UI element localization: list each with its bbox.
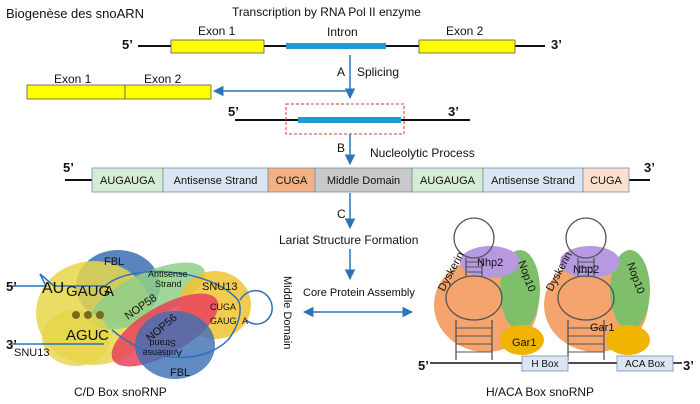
cd-fbl-top-label: FBL <box>104 256 124 268</box>
strand-seg3 <box>267 167 316 193</box>
haca-three-prime: 3’ <box>683 358 694 373</box>
step-b-label: Nucleolytic Process <box>370 146 475 160</box>
cd-fbl-bottom-label: FBL <box>170 367 190 379</box>
strand-three-prime: 3’ <box>644 160 655 175</box>
cd-antisense-top-label: Antisense <box>148 269 188 279</box>
nop58-shape <box>90 262 206 330</box>
cd-a-label: A <box>104 283 114 300</box>
cd-antisense-bottom-label: Antisense <box>142 348 182 358</box>
nop10-right-shape <box>610 250 650 330</box>
strand-seg4-label: Middle Domain <box>327 175 400 187</box>
core-assembly-label: Core Protein Assembly <box>303 287 415 299</box>
cd-gaug-small-label: GAUG <box>210 316 237 326</box>
cd-snu13-top-label: SNU13 <box>202 281 237 293</box>
spliced-exon2-label: Exon 2 <box>144 72 182 86</box>
cd-five-prime: 5’ <box>6 279 17 294</box>
isolated-three-prime: 3’ <box>448 104 459 119</box>
strand-five-prime: 5’ <box>63 160 74 175</box>
spliced-exon1-box <box>26 84 126 100</box>
gar1-right-shape <box>606 325 650 355</box>
isolated-five-prime: 5’ <box>228 104 239 119</box>
cd-c-label: C <box>98 327 109 344</box>
left-apical-loop <box>453 217 495 259</box>
strand-seg5-label: AUGAUGA <box>420 175 476 187</box>
haca-right-particle <box>544 217 650 360</box>
cd-middle-domain-label: Middle Domain <box>281 276 293 349</box>
step-c-label: Lariat Structure Formation <box>279 233 418 247</box>
top-five-prime: 5’ <box>122 37 133 52</box>
spliced-exon1-label: Exon 1 <box>54 72 92 86</box>
fbl-bottom-shape <box>135 311 215 379</box>
haca-five-prime: 5’ <box>418 358 429 373</box>
strand-seg7 <box>582 167 630 193</box>
page-title: Biogenèse des snoARN <box>6 6 144 21</box>
cd-box-caption: C/D Box snoRNP <box>74 385 167 399</box>
cd-gaug-label: GAUG <box>66 283 110 300</box>
strand-seg2-label: Antisense Strand <box>174 175 258 187</box>
top-exon1-box <box>170 39 265 54</box>
strand-seg2 <box>162 167 269 193</box>
cd-dot-3 <box>96 311 104 319</box>
cd-box-snornp <box>12 250 273 379</box>
cd-strand-top-label: Strand <box>155 279 182 289</box>
left-internal-loop <box>445 275 503 321</box>
gar1-left-shape <box>500 325 544 355</box>
strand-seg4 <box>314 167 413 193</box>
cd-strand-bottom-label: Strand <box>149 338 176 348</box>
haca-box-caption: H/ACA Box snoRNP <box>486 385 594 399</box>
top-intron-bar <box>286 43 386 49</box>
strand-seg7-label: CUGA <box>590 175 622 187</box>
top-exon2-label: Exon 2 <box>446 24 484 38</box>
cd-three-prime: 3’ <box>6 337 17 352</box>
cd-snu13-bottom-label: SNU13 <box>14 347 49 359</box>
right-apical-loop <box>565 217 607 259</box>
strand-seg5 <box>411 167 484 193</box>
aca-box-label: ACA Box <box>625 359 665 370</box>
strand-seg6 <box>482 167 584 193</box>
gar1-right-label: Gar1 <box>590 322 614 334</box>
cd-guide-loop <box>103 270 241 359</box>
cd-a-small-label: A <box>242 316 248 326</box>
cd-agu-label: AGU <box>66 327 99 344</box>
strand-seg1-label: AUGAUGA <box>100 175 156 187</box>
nhp2-right-label: Nhp2 <box>573 264 599 276</box>
strand-seg3-label: CUGA <box>276 175 308 187</box>
cd-dot-2 <box>84 311 92 319</box>
cd-au-label: AU <box>42 280 64 297</box>
spliced-exon2-box <box>124 84 212 100</box>
top-exon2-box <box>418 39 516 54</box>
h-box-rect <box>521 355 569 372</box>
gar1-left-label: Gar1 <box>512 337 536 349</box>
step-c-letter: C <box>337 207 346 221</box>
strand-seg6-label: Antisense Strand <box>491 175 575 187</box>
isolated-intron-bar <box>298 117 401 123</box>
cd-tail-loop <box>239 289 273 325</box>
cd-five-prime-strand <box>12 273 104 287</box>
isolated-intron-highlight <box>285 103 405 135</box>
nhp2-left-label: Nhp2 <box>477 257 503 269</box>
top-intron-label: Intron <box>327 25 358 39</box>
cd-dot-1 <box>72 311 80 319</box>
top-exon1-label: Exon 1 <box>198 24 236 38</box>
cd-cuga-small-label: CUGA <box>210 302 236 312</box>
right-internal-loop <box>557 275 615 321</box>
step-a-label: Splicing <box>357 65 399 79</box>
top-three-prime: 3’ <box>551 37 562 52</box>
strand-seg1 <box>91 167 164 193</box>
step-a-letter: A <box>337 65 345 79</box>
haca-left-particle <box>434 217 544 360</box>
transcription-heading: Transcription by RNA Pol II enzyme <box>232 5 421 19</box>
snu13-bottom-shape <box>42 310 110 366</box>
h-box-label: H Box <box>531 359 558 370</box>
aca-box-rect <box>616 355 674 372</box>
step-b-letter: B <box>337 141 345 155</box>
nhp2-left-shape <box>460 246 520 278</box>
